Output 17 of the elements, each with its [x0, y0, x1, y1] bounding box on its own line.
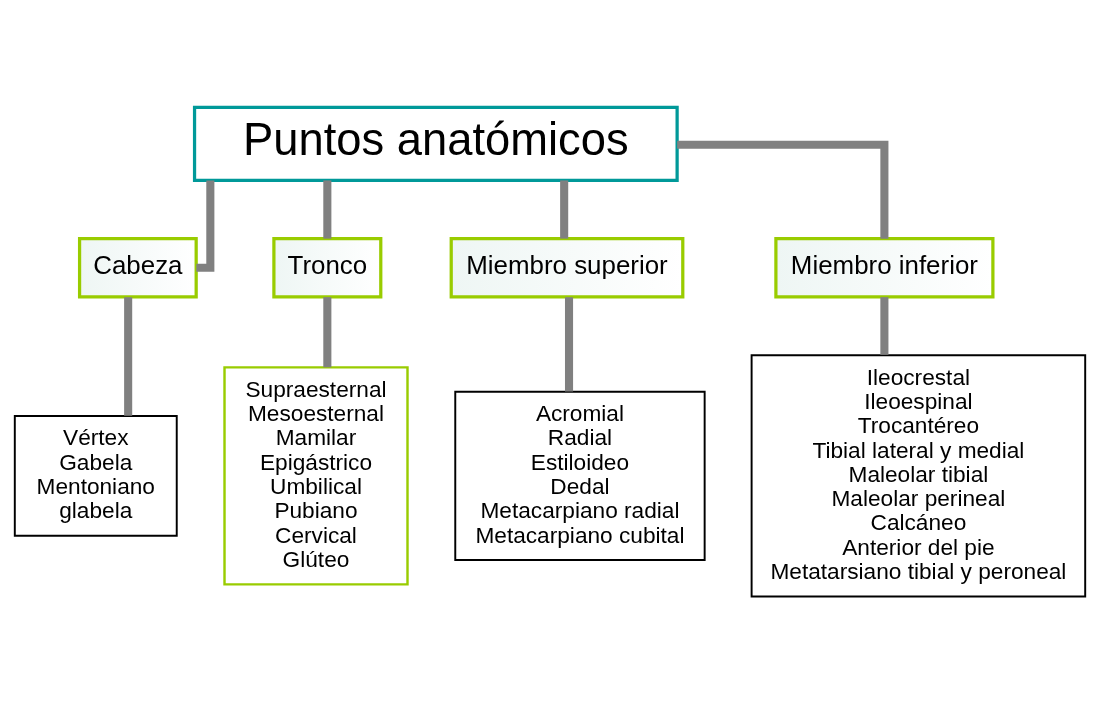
node-box: Vértex Gabela Mentoniano glabela	[13, 415, 178, 537]
connector	[880, 297, 889, 355]
node-box: Ileocrestal Ileoespinal Trocantéreo Tibial lateral y medial Maleolar tibial Maleolar perineal Calcáneo Anterior del pie Metatarsiano tibial y peroneal	[750, 354, 1087, 598]
connector	[560, 180, 569, 239]
node-box: Supraesternal Mesoesternal Mamilar Epigástrico Umbilical Pubiano Cervical Glúteo	[223, 366, 409, 586]
node-box: Tronco	[272, 237, 383, 299]
connector	[323, 180, 332, 239]
node-box: Miembro inferior	[774, 237, 995, 299]
connector	[677, 140, 889, 239]
node-box: Puntos anatómicos	[192, 105, 679, 182]
node-box: Cabeza	[77, 237, 198, 299]
connector	[124, 297, 133, 416]
connector	[323, 297, 332, 368]
node-box: Miembro superior	[449, 237, 685, 299]
node-box: Acromial Radial Estiloideo Dedal Metacarpiano radial Metacarpiano cubital	[454, 390, 706, 562]
connector	[565, 297, 574, 392]
connector	[196, 180, 215, 272]
